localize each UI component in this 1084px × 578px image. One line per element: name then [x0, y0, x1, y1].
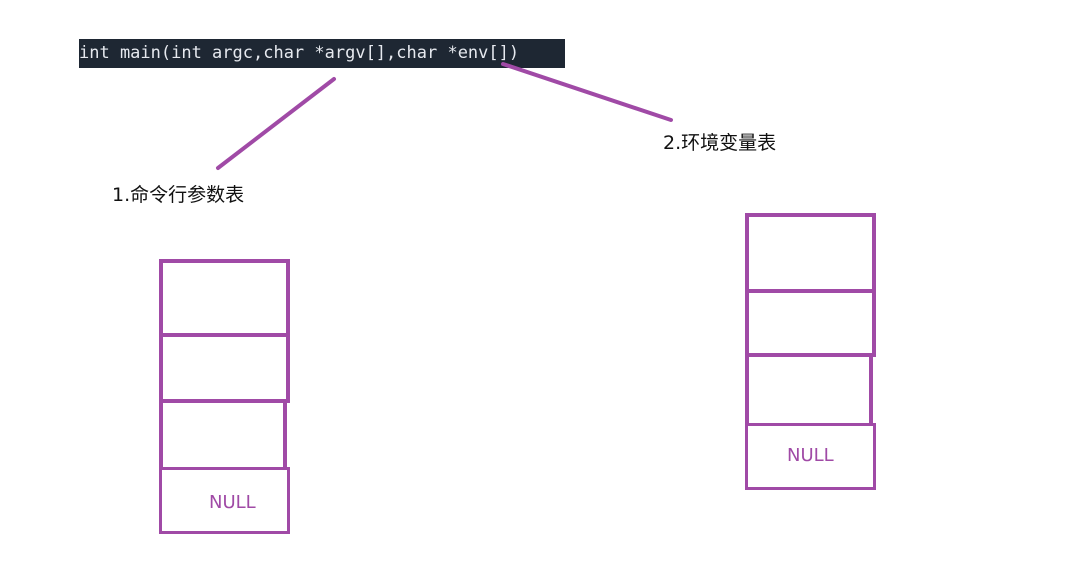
code-signature: int main(int argc,char *argv[],char *env… — [79, 39, 565, 68]
env-table-label: 2.环境变量表 — [663, 132, 777, 154]
argv-table-stack: NULL — [159, 259, 290, 534]
env-null-label: NULL — [787, 445, 834, 466]
argv-cell-1 — [159, 333, 290, 403]
argv-cell-0 — [159, 259, 290, 337]
env-cell-0 — [745, 213, 876, 293]
env-cell-2 — [745, 353, 873, 427]
env-table-stack: NULL — [745, 213, 876, 490]
argv-null-label: NULL — [209, 492, 256, 513]
argv-table-label: 1.命令行参数表 — [112, 184, 245, 206]
env-cell-1 — [745, 289, 876, 357]
connector-argv-arrow — [216, 77, 336, 170]
argv-cell-2 — [159, 399, 287, 471]
connector-env-arrow — [501, 62, 673, 122]
env-cell-null: NULL — [745, 423, 876, 490]
argv-cell-null: NULL — [159, 467, 290, 534]
